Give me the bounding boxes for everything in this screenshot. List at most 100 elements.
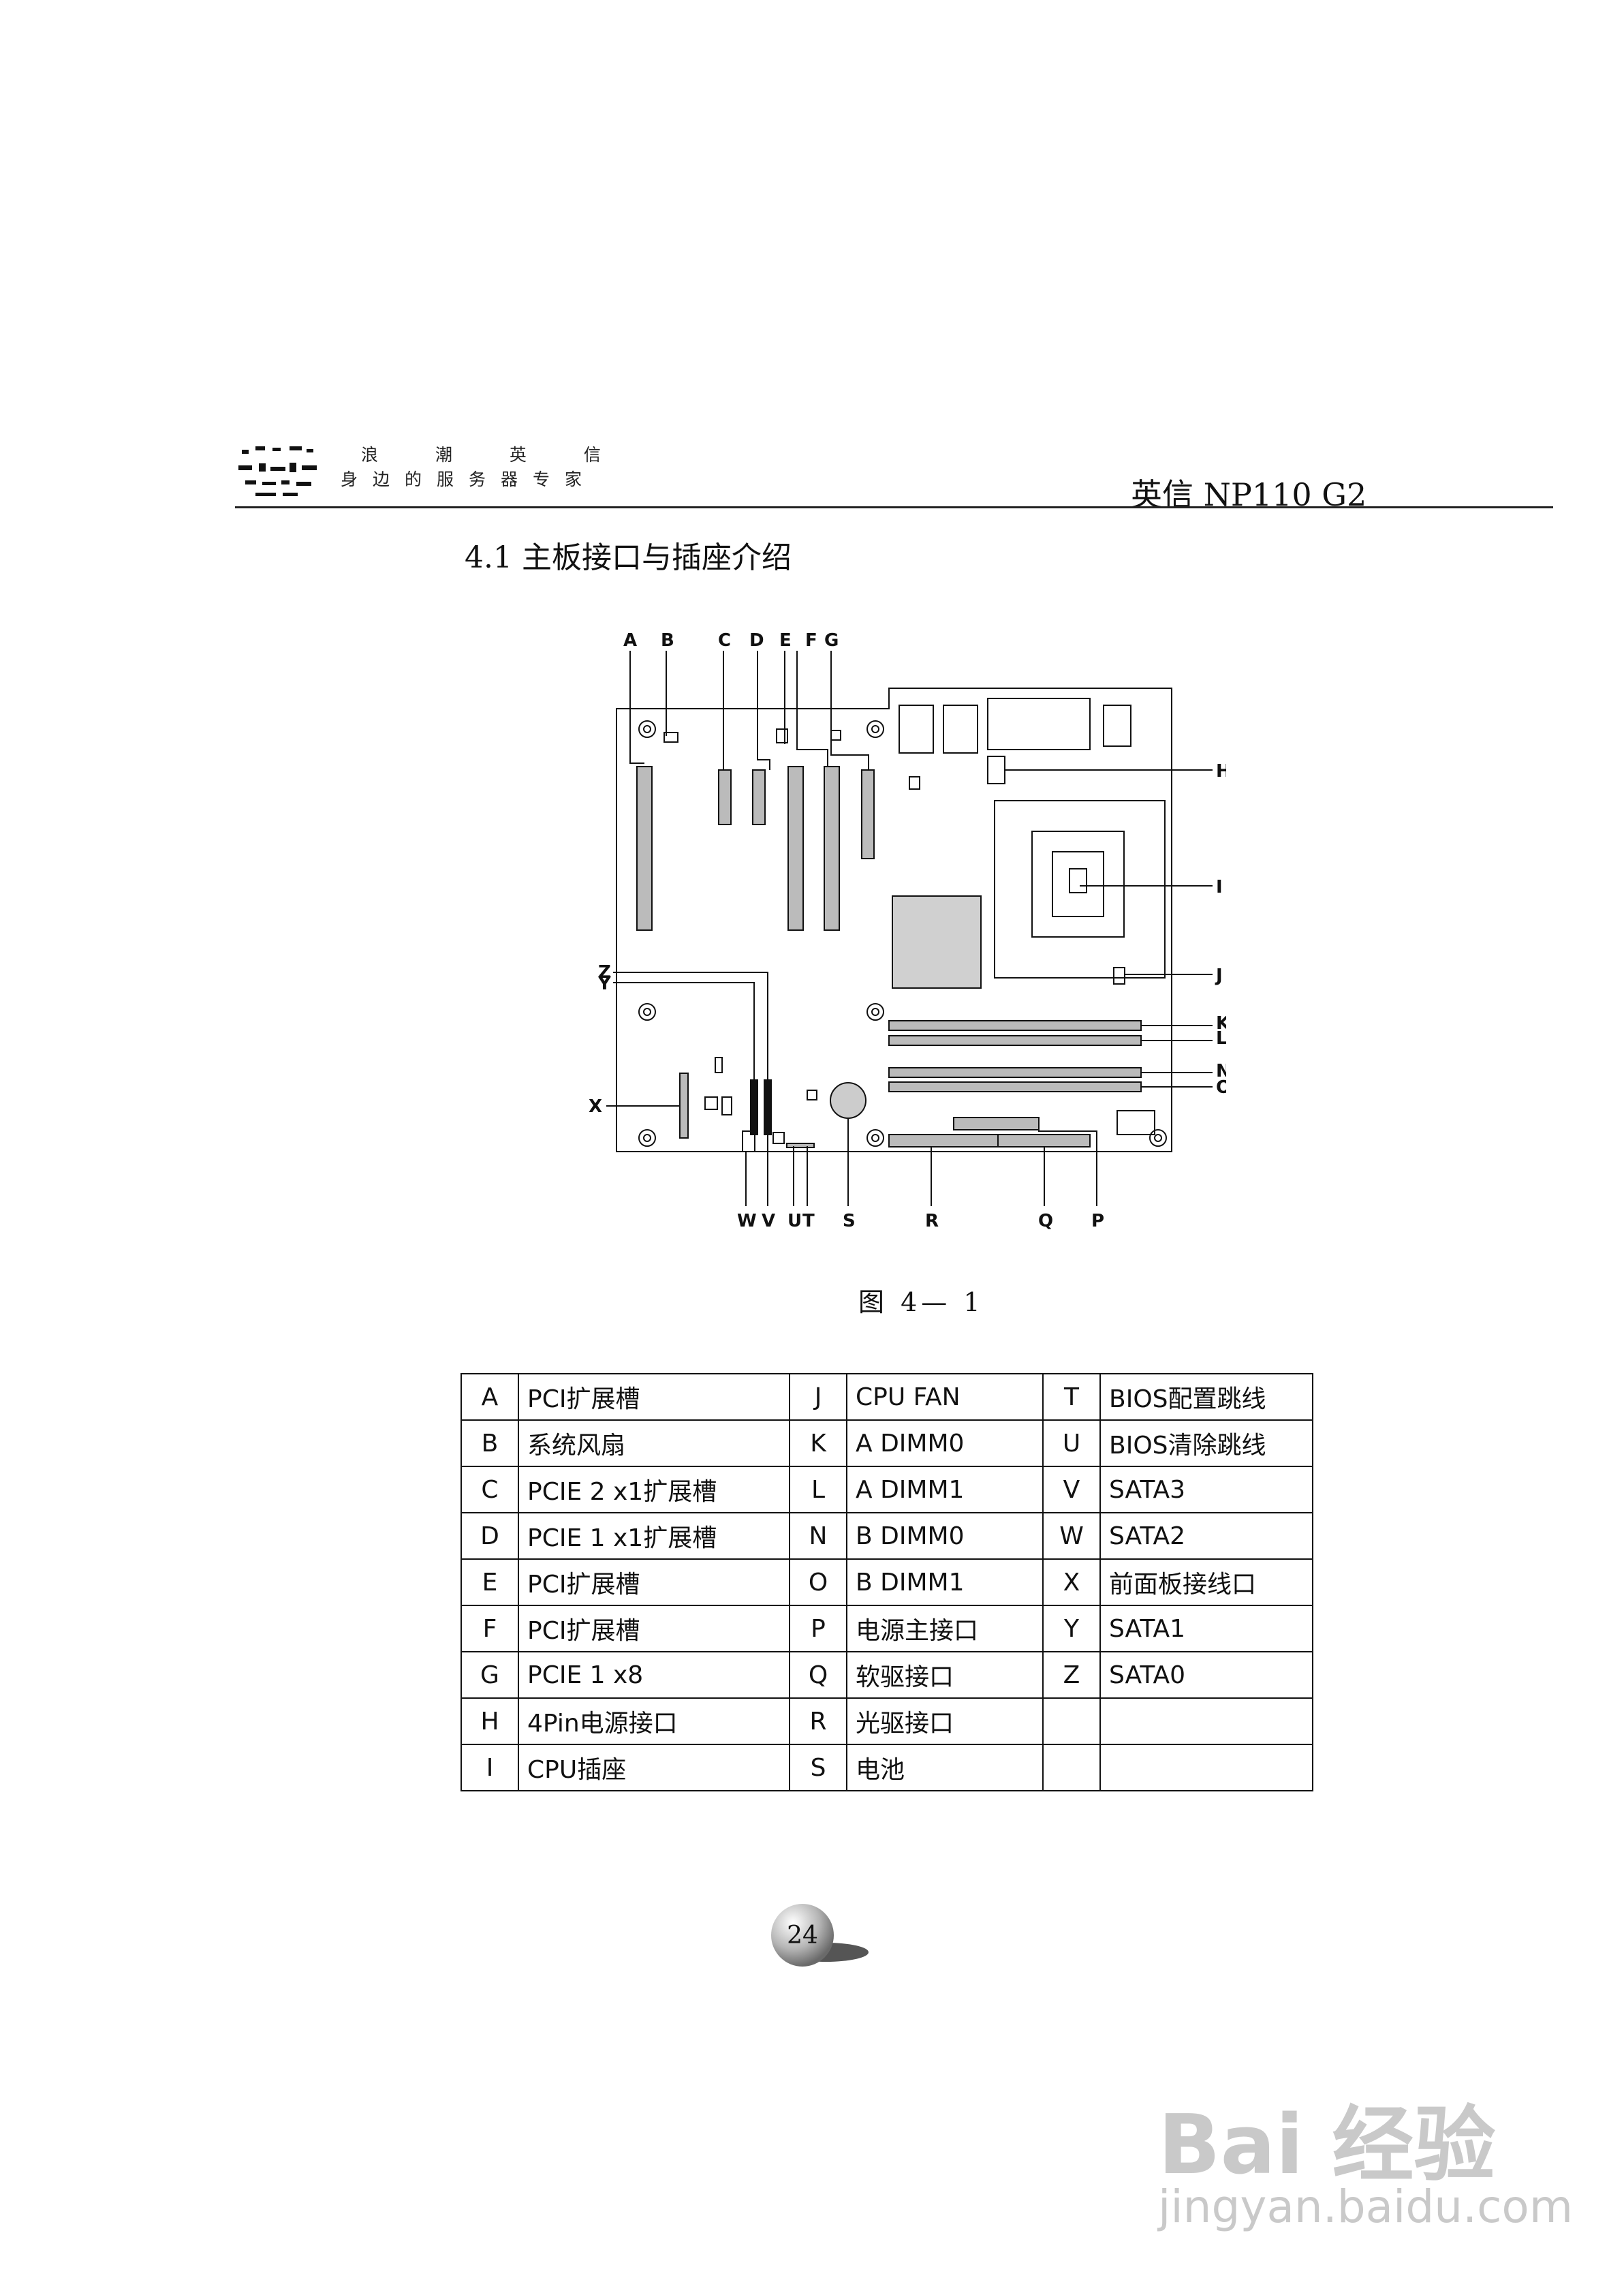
label-e: E [779, 630, 792, 651]
part-code: L [789, 1466, 847, 1513]
figure-caption: 图 4— 1 [858, 1287, 984, 1317]
part-name: 电池 [846, 1744, 1044, 1791]
label-b: B [661, 630, 674, 651]
part-name: CPU FAN [846, 1373, 1044, 1421]
part-code: K [789, 1419, 847, 1467]
label-i: I [1216, 877, 1223, 897]
part-code: X [1042, 1558, 1101, 1606]
label-l: L [1216, 1028, 1226, 1049]
label-c: C [718, 630, 731, 651]
part-code: T [1042, 1373, 1101, 1421]
label-r: R [925, 1211, 939, 1231]
inspur-logo [238, 446, 317, 496]
label-v: V [762, 1211, 775, 1231]
section-title: 4.1 主板接口与插座介绍 [465, 540, 792, 575]
part-name: SATA2 [1099, 1512, 1313, 1560]
part-code: F [460, 1605, 519, 1652]
part-code: Z [1042, 1651, 1101, 1699]
part-code: U [1042, 1419, 1101, 1467]
label-o: O [1216, 1077, 1226, 1098]
label-q: Q [1038, 1211, 1053, 1231]
part-name [1099, 1697, 1313, 1745]
label-n: N [1216, 1061, 1226, 1081]
motherboard-diagram: A B C D E F G H I J K L N O Z Y X W V U … [589, 630, 1226, 1231]
model-name: 英信 NP110 G2 [1131, 476, 1367, 513]
part-name: A DIMM1 [846, 1466, 1044, 1513]
label-z: Z [598, 962, 611, 983]
label-f: F [805, 630, 817, 651]
part-name: 4Pin电源接口 [518, 1697, 790, 1745]
part-name: 前面板接线口 [1099, 1558, 1313, 1606]
part-name: A DIMM0 [846, 1419, 1044, 1467]
part-name: PCI扩展槽 [518, 1558, 790, 1606]
part-code: W [1042, 1512, 1101, 1560]
label-y: Y [597, 974, 612, 994]
part-code: B [460, 1419, 519, 1467]
part-name: 光驱接口 [846, 1697, 1044, 1745]
label-s: S [843, 1211, 856, 1231]
part-name: PCI扩展槽 [518, 1373, 790, 1421]
label-x: X [589, 1096, 602, 1117]
part-name: PCIE 1 x8 [518, 1651, 790, 1699]
part-code: R [789, 1697, 847, 1745]
label-h: H [1216, 761, 1226, 782]
part-name: 系统风扇 [518, 1419, 790, 1467]
part-code: E [460, 1558, 519, 1606]
part-name [1099, 1744, 1313, 1791]
watermark-brand: Bai 经验 [1158, 2098, 1496, 2193]
part-name: PCIE 1 x1扩展槽 [518, 1512, 790, 1560]
label-a: A [623, 630, 637, 651]
slogan-bottom: 身边的服务器专家 [341, 469, 597, 489]
part-name: B DIMM1 [846, 1558, 1044, 1606]
label-t: T [802, 1211, 815, 1231]
page-number-badge: 24 [771, 1904, 869, 1967]
part-name: BIOS配置跳线 [1099, 1373, 1313, 1421]
part-code: H [460, 1697, 519, 1745]
label-d: D [749, 630, 764, 651]
page-number: 24 [787, 1922, 818, 1950]
part-name: SATA1 [1099, 1605, 1313, 1652]
label-p: P [1091, 1211, 1104, 1231]
part-code: A [460, 1373, 519, 1421]
part-name: PCIE 2 x1扩展槽 [518, 1466, 790, 1513]
part-code: J [789, 1373, 847, 1421]
part-code: D [460, 1512, 519, 1560]
part-name: 电源主接口 [846, 1605, 1044, 1652]
header-rule [235, 506, 1553, 508]
part-name: BIOS清除跳线 [1099, 1419, 1313, 1467]
part-code: V [1042, 1466, 1101, 1513]
part-code: G [460, 1651, 519, 1699]
part-code [1042, 1697, 1101, 1745]
label-u: U [787, 1211, 802, 1231]
label-j: J [1215, 966, 1223, 986]
slogan-top: 浪 潮 英 信 [361, 445, 627, 465]
part-name: 软驱接口 [846, 1651, 1044, 1699]
part-name: CPU插座 [518, 1744, 790, 1791]
part-name: SATA3 [1099, 1466, 1313, 1513]
part-code: Y [1042, 1605, 1101, 1652]
part-code: S [789, 1744, 847, 1791]
label-g: G [824, 630, 839, 651]
label-w: W [737, 1211, 757, 1231]
part-code: Q [789, 1651, 847, 1699]
part-name: B DIMM0 [846, 1512, 1044, 1560]
watermark-url: jingyan.baidu.com [1158, 2181, 1574, 2233]
label-k: K [1216, 1013, 1226, 1034]
part-code [1042, 1744, 1101, 1791]
part-code: N [789, 1512, 847, 1560]
part-code: P [789, 1605, 847, 1652]
part-name: PCI扩展槽 [518, 1605, 790, 1652]
part-name: SATA0 [1099, 1651, 1313, 1699]
part-code: I [460, 1744, 519, 1791]
part-code: C [460, 1466, 519, 1513]
